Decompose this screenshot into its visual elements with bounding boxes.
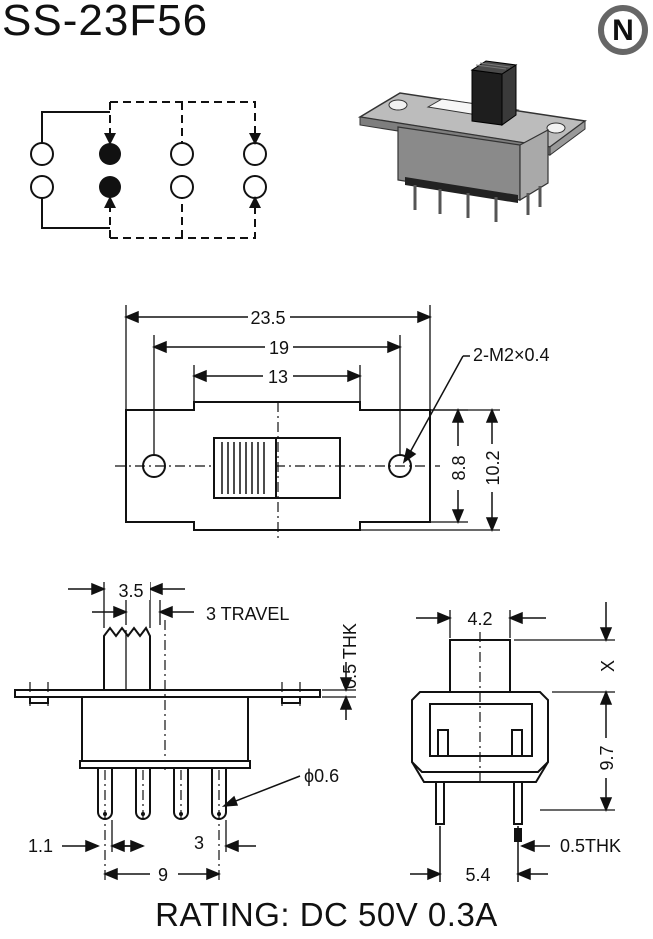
pin-diameter-label: ϕ0.6 bbox=[304, 766, 339, 786]
screw-note-label: 2-M2×0.4 bbox=[473, 345, 550, 365]
terminal-circle bbox=[243, 175, 267, 199]
travel-label: 3 TRAVEL bbox=[206, 604, 289, 624]
terminal-circle bbox=[30, 175, 54, 199]
actuator-front bbox=[471, 69, 503, 126]
pins-group bbox=[413, 185, 542, 222]
actuator-height-label: X bbox=[598, 660, 618, 672]
schematic-arrow-bottom-left bbox=[104, 196, 116, 208]
mounting-hole-icon bbox=[546, 122, 566, 134]
mounting-plate-edge-right bbox=[549, 120, 586, 156]
end-dimension-lines bbox=[410, 602, 615, 882]
pin-offset-label: 1.1 bbox=[28, 836, 53, 856]
terminal-circle bbox=[170, 175, 194, 199]
brand-n-logo-icon: N bbox=[598, 5, 648, 55]
schematic-dashed-frame bbox=[109, 101, 256, 239]
actuator-width-label: 3.5 bbox=[118, 581, 143, 601]
end-contact-left bbox=[437, 729, 449, 757]
part-number-title: SS-23F56 bbox=[2, 0, 209, 45]
pin-pitch-label: 3 bbox=[194, 833, 204, 853]
schematic-arrow-bottom-right bbox=[249, 196, 261, 208]
pin-thickness-marker bbox=[514, 828, 522, 842]
terminal-circle bbox=[170, 142, 194, 166]
row-spacing-label: 5.4 bbox=[465, 865, 490, 885]
switch-product-illustration bbox=[357, 60, 587, 222]
top-view-drawing: 23.5 19 13 2-M2×0.4 8.8 10.2 bbox=[115, 305, 550, 538]
end-view-drawing: 4.2 X 9.7 0.5THK 5.4 bbox=[410, 602, 621, 885]
actuator-slot bbox=[275, 437, 341, 499]
schematic-arrow-top-left bbox=[104, 133, 116, 145]
actuator-side bbox=[501, 64, 517, 126]
switch-schematic bbox=[30, 101, 267, 239]
body-height-label: 9.7 bbox=[597, 745, 617, 770]
end-pin-thickness-label: 0.5THK bbox=[560, 836, 621, 856]
terminal-circle-active bbox=[99, 176, 121, 198]
terminal-circle bbox=[30, 142, 54, 166]
side-view-drawing: 3.5 3 TRAVEL 0.5 THK ϕ0.6 1.1 3 9 bbox=[14, 580, 360, 885]
end-housing-lower bbox=[411, 761, 549, 783]
end-housing bbox=[411, 691, 549, 773]
pin-span-label: 9 bbox=[158, 865, 168, 885]
logo-letter: N bbox=[612, 14, 634, 47]
end-pins bbox=[435, 781, 523, 825]
base-front bbox=[405, 177, 518, 203]
actuator-knob bbox=[213, 437, 277, 499]
knob-grip-lines bbox=[221, 442, 265, 494]
width-label: 23.5 bbox=[250, 308, 285, 328]
end-actuator-width-label: 4.2 bbox=[467, 609, 492, 629]
extension-lines bbox=[125, 305, 500, 531]
mounting-hole-icon bbox=[388, 99, 408, 111]
rating-label: RATING: DC 50V 0.3A bbox=[155, 896, 498, 933]
slot-length-label: 13 bbox=[268, 367, 288, 387]
inner-height-label: 8.8 bbox=[449, 455, 469, 480]
plate-thickness-label: 0.5 THK bbox=[340, 623, 360, 689]
end-contact-right bbox=[511, 729, 523, 757]
actuator-ridges bbox=[475, 62, 511, 70]
housing-side bbox=[519, 128, 549, 202]
hole-pitch-label: 19 bbox=[269, 338, 289, 358]
side-actuator bbox=[103, 626, 151, 690]
schematic-left-bracket bbox=[41, 111, 110, 229]
terminal-circle-active bbox=[99, 143, 121, 165]
side-dimension-lines bbox=[62, 582, 356, 881]
schematic-arrow-top-right bbox=[249, 133, 261, 145]
terminal-circle bbox=[243, 142, 267, 166]
outer-height-label: 10.2 bbox=[483, 450, 503, 485]
pin-centerlines bbox=[103, 770, 221, 882]
